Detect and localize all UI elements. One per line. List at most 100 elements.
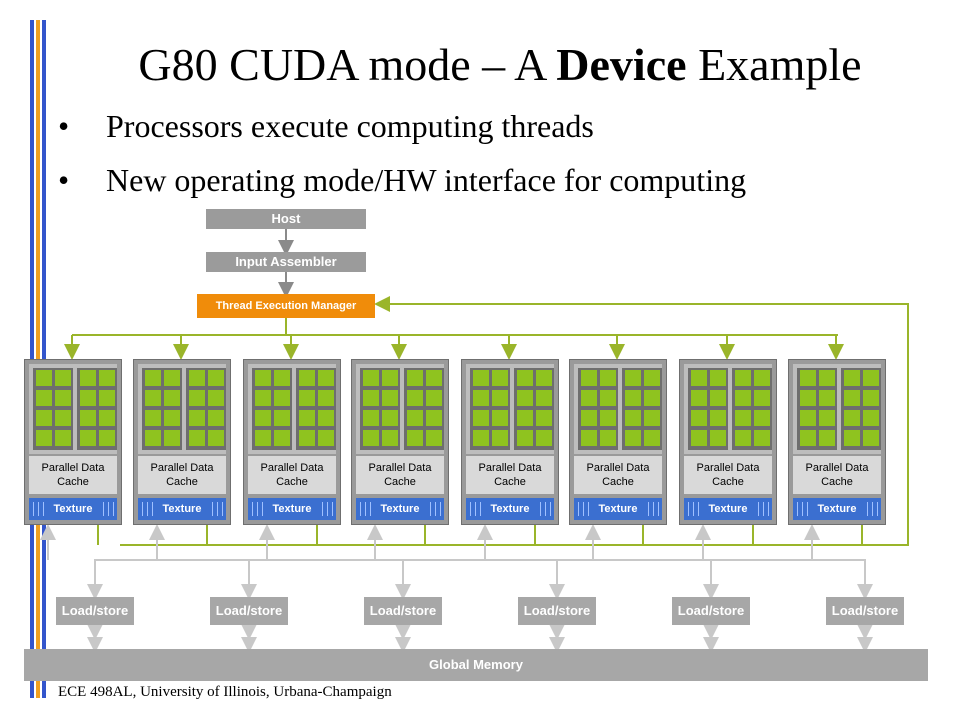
processor-core xyxy=(819,390,835,406)
texture-tick xyxy=(327,502,328,516)
processor-core xyxy=(536,390,552,406)
texture-tick xyxy=(588,502,589,516)
parallel-data-cache-line-2: Cache xyxy=(384,476,416,488)
processor-core xyxy=(644,370,660,386)
slide-title: G80 CUDA mode – A Device Example xyxy=(60,38,940,91)
processor-cluster xyxy=(688,368,728,450)
processor-core xyxy=(80,410,96,426)
texture-tick xyxy=(653,502,654,516)
load-store-unit: Load/store xyxy=(672,597,750,625)
processor-core xyxy=(99,370,115,386)
texture-tick xyxy=(360,502,361,516)
processor-core xyxy=(625,370,641,386)
processor-cluster xyxy=(142,368,182,450)
texture-tick xyxy=(698,502,699,516)
texture-tick xyxy=(430,502,431,516)
processor-core xyxy=(517,370,533,386)
processor-core xyxy=(691,410,707,426)
processor-core xyxy=(382,390,398,406)
processor-core xyxy=(189,390,205,406)
processor-core xyxy=(517,430,533,446)
input-assembler-box: Input Assembler xyxy=(206,252,366,272)
processor-core xyxy=(55,370,71,386)
texture-tick xyxy=(322,502,323,516)
processor-cluster xyxy=(797,368,837,450)
texture-tick xyxy=(262,502,263,516)
processor-core xyxy=(691,370,707,386)
processor-core xyxy=(255,370,271,386)
processor-core xyxy=(274,370,290,386)
processor-cluster xyxy=(404,368,444,450)
texture-tick xyxy=(38,502,39,516)
texture-tick xyxy=(365,502,366,516)
processor-core xyxy=(407,370,423,386)
host-box: Host xyxy=(206,209,366,229)
texture-tick xyxy=(222,502,223,516)
processor-core xyxy=(363,410,379,426)
texture-tick xyxy=(370,502,371,516)
processor-core xyxy=(754,370,770,386)
texture-tick xyxy=(540,502,541,516)
processor-core xyxy=(299,430,315,446)
texture-unit: Texture xyxy=(466,498,554,520)
processor-core xyxy=(382,370,398,386)
processor-core xyxy=(800,430,816,446)
processor-core xyxy=(55,410,71,426)
processor-cluster xyxy=(578,368,618,450)
processor-core xyxy=(581,370,597,386)
processor-core xyxy=(581,430,597,446)
processor-core xyxy=(36,370,52,386)
processor-cluster xyxy=(841,368,881,450)
processor-core xyxy=(318,410,334,426)
bullet-2-text: New operating mode/HW interface for comp… xyxy=(106,162,747,198)
processor-core xyxy=(382,430,398,446)
texture-label: Texture xyxy=(272,503,312,515)
processor-core xyxy=(644,410,660,426)
processor-core xyxy=(36,390,52,406)
parallel-data-cache-line-2: Cache xyxy=(276,476,308,488)
texture-tick xyxy=(103,502,104,516)
parallel-data-cache-line-2: Cache xyxy=(602,476,634,488)
processor-cluster xyxy=(514,368,554,450)
processor-core xyxy=(99,430,115,446)
load-store-unit: Load/store xyxy=(826,597,904,625)
processor-core xyxy=(473,410,489,426)
texture-tick xyxy=(867,502,868,516)
bullet-1-text: Processors execute computing threads xyxy=(106,108,594,144)
texture-tick xyxy=(768,502,769,516)
bullet-2: •New operating mode/HW interface for com… xyxy=(58,162,746,199)
texture-tick xyxy=(217,502,218,516)
processor-array xyxy=(29,364,117,454)
texture-unit: Texture xyxy=(138,498,226,520)
processor-array xyxy=(684,364,772,454)
parallel-data-cache-line-1: Parallel Data xyxy=(260,462,324,474)
processor-core xyxy=(492,390,508,406)
processor-core xyxy=(274,430,290,446)
processor-core xyxy=(318,390,334,406)
processor-core xyxy=(644,430,660,446)
texture-unit: Texture xyxy=(684,498,772,520)
texture-tick xyxy=(763,502,764,516)
processor-core xyxy=(363,390,379,406)
processor-core xyxy=(36,410,52,426)
parallel-data-cache-line-2: Cache xyxy=(57,476,89,488)
texture-unit: Texture xyxy=(574,498,662,520)
processor-core xyxy=(819,430,835,446)
texture-tick xyxy=(550,502,551,516)
parallel-data-cache-line-2: Cache xyxy=(712,476,744,488)
parallel-data-cache-line-1: Parallel Data xyxy=(368,462,432,474)
texture-tick xyxy=(693,502,694,516)
processor-core xyxy=(407,390,423,406)
processor-core xyxy=(517,410,533,426)
texture-tick xyxy=(43,502,44,516)
processor-core xyxy=(844,410,860,426)
processor-core xyxy=(844,390,860,406)
processor-core xyxy=(426,410,442,426)
processor-core xyxy=(735,370,751,386)
load-store-unit: Load/store xyxy=(518,597,596,625)
